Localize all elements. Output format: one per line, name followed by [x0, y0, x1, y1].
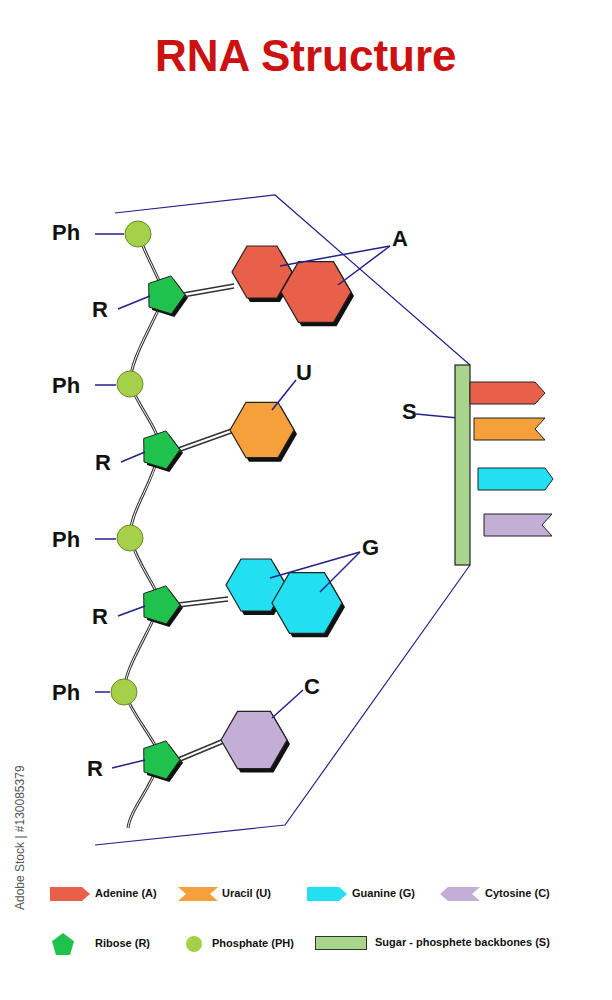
leader-line: [272, 690, 303, 718]
leader-line: [118, 296, 150, 309]
leader-line: [95, 384, 116, 386]
leader-line: [280, 246, 390, 266]
base-ring: [272, 573, 342, 634]
legend-swatch: [52, 933, 74, 955]
bond-line: [178, 742, 226, 762]
part-label: G: [362, 537, 379, 559]
legend-swatch: [50, 887, 90, 901]
part-label: A: [392, 228, 408, 250]
legend-swatch: [178, 887, 218, 901]
ribose-pentagon: [144, 586, 180, 624]
bond-line: [183, 288, 234, 297]
legend-text: Adenine (A): [95, 888, 157, 899]
part-label: S: [402, 401, 417, 423]
legend-swatch: [316, 937, 366, 949]
part-label: R: [92, 299, 108, 321]
leader-line: [121, 452, 145, 462]
base-ring: [281, 262, 351, 323]
phosphate-circle: [117, 371, 143, 397]
part-label: Ph: [52, 682, 80, 704]
legend-text: Sugar - phosphete backbones (S): [375, 937, 550, 948]
bond-line: [178, 432, 234, 452]
phosphate-circle: [125, 221, 151, 247]
part-label: R: [95, 452, 111, 474]
ribose-pentagon: [144, 741, 180, 779]
legend-text: Guanine (G): [352, 888, 415, 899]
title: RNA Structure: [155, 34, 457, 78]
legend-text: Uracil (U): [222, 888, 271, 899]
legend-text: Ribose (R): [95, 938, 150, 949]
bond-line: [178, 738, 226, 758]
part-label: Ph: [52, 375, 80, 397]
legend-swatch: [307, 887, 347, 901]
phosphate-circle: [111, 679, 137, 705]
part-label: C: [304, 676, 320, 698]
bond-line: [178, 428, 234, 448]
part-label: Ph: [52, 222, 80, 244]
legend-swatch: [440, 887, 480, 901]
leader-line: [118, 606, 145, 616]
watermark: Adobe Stock | #130085379: [14, 765, 26, 910]
leader-line: [272, 380, 296, 410]
phosphate-circle: [117, 525, 143, 551]
bond-line: [178, 601, 228, 607]
leader-line: [338, 246, 390, 285]
leader-line: [320, 552, 360, 592]
leader-line: [95, 691, 110, 693]
part-label: R: [87, 758, 103, 780]
base-ring: [221, 711, 287, 768]
legend-swatch: [186, 936, 202, 952]
ribose-pentagon: [149, 276, 185, 314]
legend-text: Cytosine (C): [485, 888, 550, 899]
part-label: U: [296, 362, 312, 384]
ribose-pentagon: [144, 431, 180, 469]
leader-line: [112, 760, 145, 768]
legend-text: Phosphate (PH): [212, 938, 294, 949]
part-label: Ph: [52, 529, 80, 551]
bond-line: [183, 284, 234, 293]
part-label: R: [92, 606, 108, 628]
leader-line: [416, 414, 458, 418]
leader-line: [95, 233, 124, 235]
base-ring: [230, 402, 294, 457]
leader-line: [95, 538, 116, 540]
